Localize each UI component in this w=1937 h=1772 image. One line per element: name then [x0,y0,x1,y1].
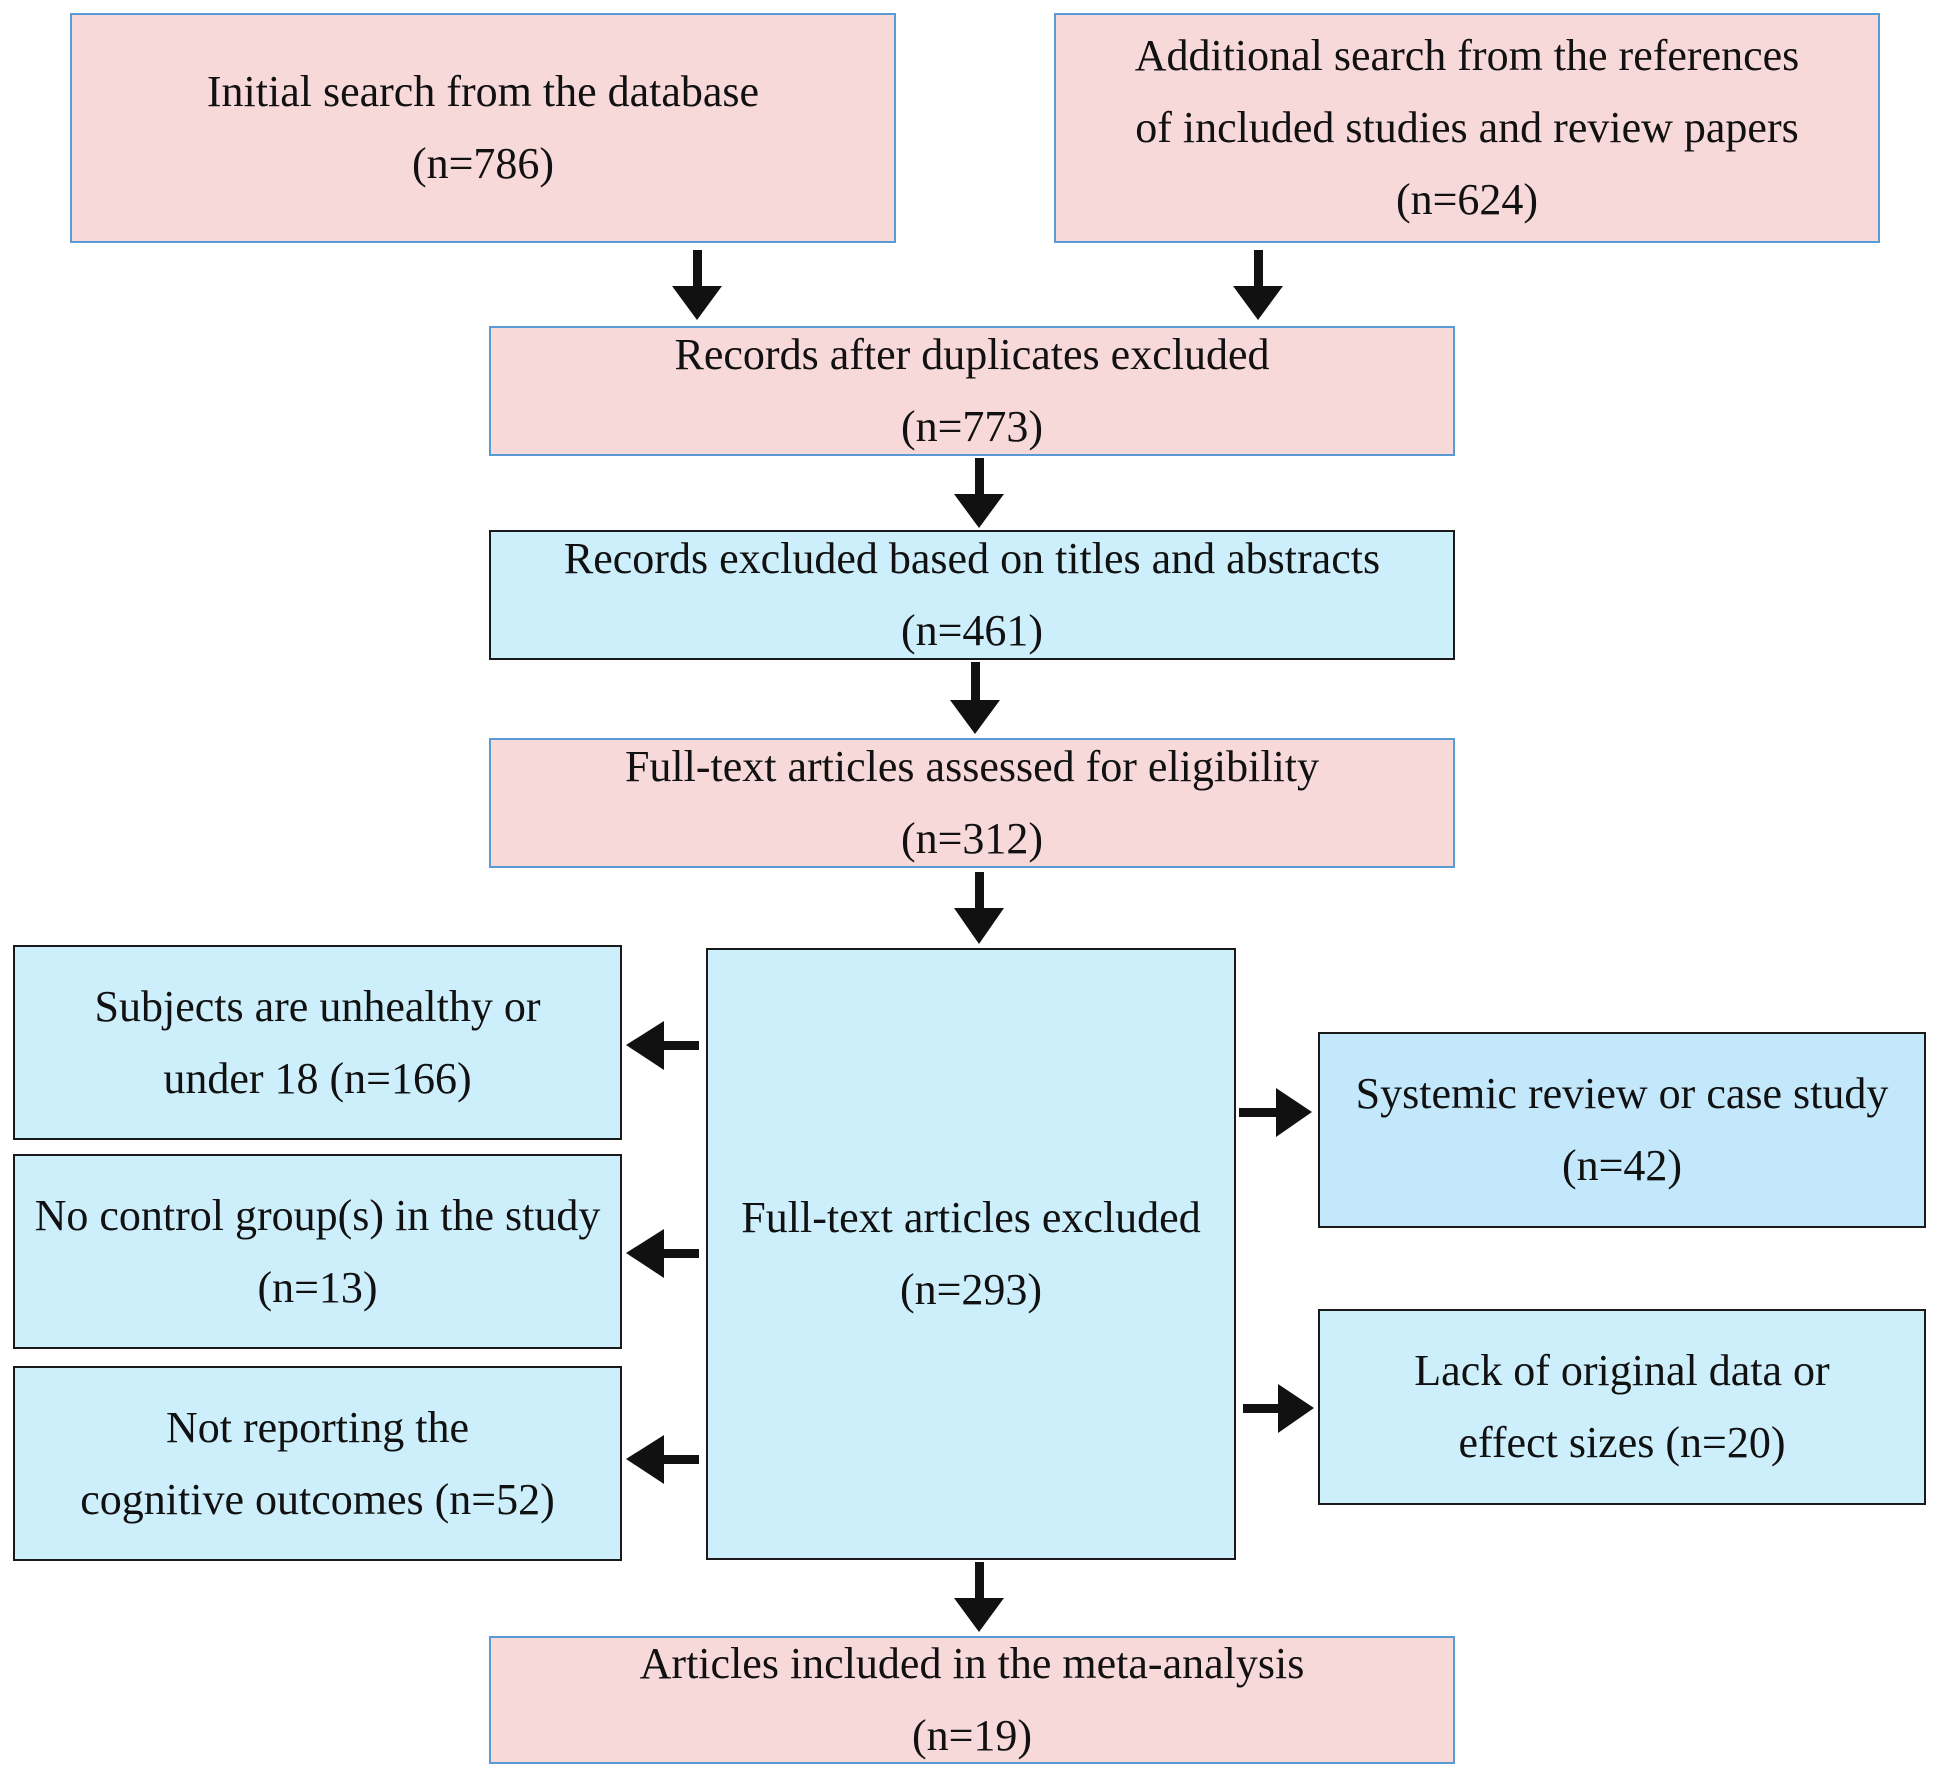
initial-search-box: Initial search from the database (n=786) [70,13,896,243]
lack-data-label-line1: Lack of original data or [1414,1346,1830,1395]
arrow-initial-to-duplicates [672,250,722,320]
unhealthy-label-line1: Subjects are unhealthy or [94,981,541,1031]
not-reporting-label-line2: cognitive outcomes (n=52) [80,1474,555,1524]
lack-data-label-line2: effect sizes (n=20) [1458,1418,1786,1467]
arrow-to-not-reporting [626,1435,699,1484]
after-duplicates-label: Records after duplicates excluded [674,330,1270,379]
arrow-fulltext-excluded-to-included [954,1562,1004,1632]
excluded-titles-label: Records excluded based on titles and abs… [563,534,1381,583]
arrow-to-unhealthy [626,1021,699,1070]
fulltext-excluded-count: (n=293) [899,1265,1043,1314]
initial-search-count: (n=786) [411,139,555,188]
fulltext-assessed-box: Full-text articles assessed for eligibil… [489,738,1455,868]
arrow-excluded-titles-to-assessed [950,662,1000,734]
unhealthy-label-line2: under 18 (n=166) [163,1053,472,1103]
fulltext-excluded-label: Full-text articles excluded [741,1193,1201,1242]
not-reporting-label-line1: Not reporting the [165,1402,470,1452]
additional-search-box: Additional search from the references of… [1054,13,1880,243]
systemic-review-count: (n=42) [1561,1141,1683,1190]
not-reporting-box: Not reporting the cognitive outcomes (n=… [13,1366,622,1561]
lack-data-box: Lack of original data or effect sizes (n… [1318,1309,1926,1505]
additional-search-label-line2: of included studies and review papers [1135,103,1799,152]
fulltext-assessed-count: (n=312) [900,814,1044,863]
after-duplicates-box: Records after duplicates excluded (n=773… [489,326,1455,456]
systemic-review-box: Systemic review or case study (n=42) [1318,1032,1926,1228]
no-control-count: (n=13) [257,1262,378,1312]
additional-search-label-line1: Additional search from the references [1134,31,1800,80]
arrow-to-no-control [626,1229,699,1278]
no-control-label: No control group(s) in the study [34,1190,601,1240]
arrow-to-systemic-review [1239,1088,1312,1137]
fulltext-excluded-box: Full-text articles excluded (n=293) [706,948,1236,1560]
arrow-additional-to-duplicates [1233,250,1283,320]
included-count: (n=19) [911,1711,1033,1760]
arrow-duplicates-to-excluded-titles [954,458,1004,528]
initial-search-label: Initial search from the database [206,67,760,116]
fulltext-assessed-label: Full-text articles assessed for eligibil… [624,742,1320,791]
systemic-review-label: Systemic review or case study [1355,1069,1889,1118]
additional-search-count: (n=624) [1395,175,1539,224]
arrow-assessed-to-fulltext-excluded [954,872,1004,944]
included-box: Articles included in the meta-analysis (… [489,1636,1455,1764]
excluded-titles-count: (n=461) [900,606,1044,655]
unhealthy-box: Subjects are unhealthy or under 18 (n=16… [13,945,622,1140]
excluded-titles-box: Records excluded based on titles and abs… [489,530,1455,660]
arrow-to-lack-data [1243,1384,1314,1433]
after-duplicates-count: (n=773) [900,402,1044,451]
no-control-box: No control group(s) in the study (n=13) [13,1154,622,1349]
included-label: Articles included in the meta-analysis [639,1639,1305,1688]
